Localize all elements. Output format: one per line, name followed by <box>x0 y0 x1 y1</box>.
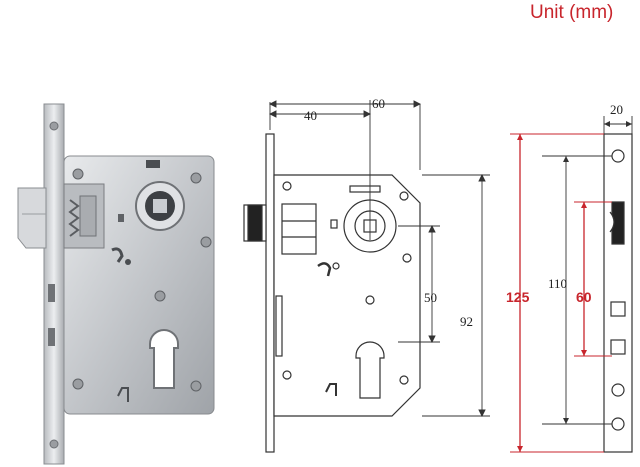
lock-photo <box>17 103 215 465</box>
drawing-screw-2 <box>399 191 409 201</box>
faceplate-slot-1 <box>48 284 55 302</box>
drawing-latch-tail <box>281 203 317 255</box>
latch-bolt <box>17 187 47 249</box>
small-hole <box>125 259 131 265</box>
dim-arrows-side <box>428 173 486 418</box>
dim-110-label: 110 <box>548 276 567 291</box>
top-tab <box>146 160 160 168</box>
dim-40-label: 40 <box>304 108 317 123</box>
drawing-bottom-mark <box>325 383 337 396</box>
rivet-4 <box>154 290 166 302</box>
small-slot <box>118 214 124 222</box>
dim-125-label: 125 <box>506 289 530 305</box>
front-drawing <box>243 133 421 453</box>
drawing-screw-5 <box>282 370 292 380</box>
drawing-lever <box>317 262 332 277</box>
drawing-face-slot <box>275 295 283 357</box>
faceplate-screw-bottom <box>49 439 59 449</box>
dim-92-label: 92 <box>460 314 473 329</box>
dim-20-label: 20 <box>610 102 623 117</box>
drawing-faceplate <box>265 133 275 453</box>
side-screw-mid <box>611 383 625 397</box>
latch-tail <box>79 195 97 237</box>
drawing-screw-1 <box>282 181 292 191</box>
side-faceplate <box>603 133 633 453</box>
dim-60-side-label: 60 <box>576 289 592 305</box>
dim-50-label: 50 <box>424 290 437 305</box>
drawing-small-hole <box>332 262 340 270</box>
unit-label: Unit (mm) <box>530 2 614 23</box>
drawing-cylinder <box>355 341 385 399</box>
follower-square <box>153 199 167 213</box>
bottom-mark <box>117 387 129 402</box>
dim-arrows-top <box>268 100 422 118</box>
side-slot-2 <box>610 339 626 355</box>
rivet-1 <box>72 168 84 180</box>
drawing-screw-6 <box>399 375 409 385</box>
rivet-5 <box>72 378 84 390</box>
drawing-latch-fill <box>247 204 263 242</box>
side-slot-1 <box>610 301 626 317</box>
cylinder-hole <box>149 329 179 389</box>
rivet-2 <box>190 172 202 184</box>
side-latch-curve <box>609 211 615 233</box>
drawing-screw-3 <box>402 253 412 263</box>
latch-spring <box>68 199 80 237</box>
drawing-screw-4 <box>365 295 375 305</box>
side-drawing <box>603 133 633 453</box>
drawing-top-slot <box>349 185 381 193</box>
side-dimension-lines <box>510 116 633 453</box>
front-dimension-lines <box>268 100 490 418</box>
dim-60-top-label: 60 <box>372 96 385 111</box>
faceplate-screw-top <box>49 121 59 131</box>
rivet-3 <box>200 236 212 248</box>
drawing-small-slot <box>330 219 338 229</box>
rivet-6 <box>190 380 202 392</box>
lever-mark <box>111 247 124 263</box>
faceplate-slot-2 <box>48 328 55 346</box>
